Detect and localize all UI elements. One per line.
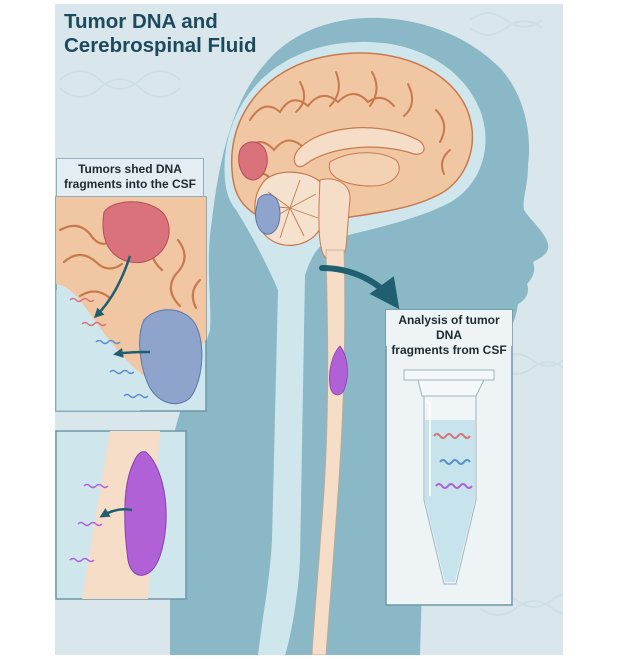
tumor-purple-spinal bbox=[329, 345, 348, 396]
curved-arrow-icon bbox=[99, 508, 133, 518]
shed-callout-line-1: Tumors shed DNA bbox=[78, 162, 182, 176]
shed-callout: Tumors shed DNA fragments into the CSF bbox=[56, 158, 204, 197]
title-line-2: Cerebrospinal Fluid bbox=[64, 34, 257, 57]
analysis-callout: Analysis of tumor DNA fragments from CSF bbox=[386, 310, 512, 357]
curved-arrow-icon bbox=[319, 265, 400, 310]
tumor-red-zoom bbox=[102, 201, 170, 264]
dna-fragment-icon bbox=[433, 433, 473, 489]
zoom-panel-spinal bbox=[55, 430, 187, 600]
tumor-purple-zoom bbox=[124, 451, 167, 576]
analysis-callout-line-1: Analysis of tumor DNA bbox=[398, 313, 500, 342]
tumor-blue-zoom bbox=[139, 309, 203, 405]
figure-title: Tumor DNA and Cerebrospinal Fluid bbox=[64, 10, 257, 58]
tumor-red bbox=[238, 141, 268, 181]
analysis-callout-line-2: fragments from CSF bbox=[391, 343, 507, 357]
dna-fragment-icon bbox=[69, 483, 109, 563]
curved-arrow-icon bbox=[93, 255, 132, 319]
title-line-1: Tumor DNA and bbox=[64, 10, 218, 33]
shed-callout-line-2: fragments into the CSF bbox=[63, 177, 196, 191]
corpus-callosum bbox=[293, 127, 425, 168]
test-tube-icon bbox=[403, 369, 495, 585]
dna-fragment-icon bbox=[69, 297, 149, 399]
zoom-panel-brain bbox=[55, 196, 207, 412]
analysis-panel bbox=[385, 309, 513, 606]
curved-arrow-icon bbox=[113, 347, 151, 358]
thalamus bbox=[328, 152, 400, 187]
tumor-blue bbox=[255, 193, 281, 235]
brainstem bbox=[318, 178, 351, 261]
